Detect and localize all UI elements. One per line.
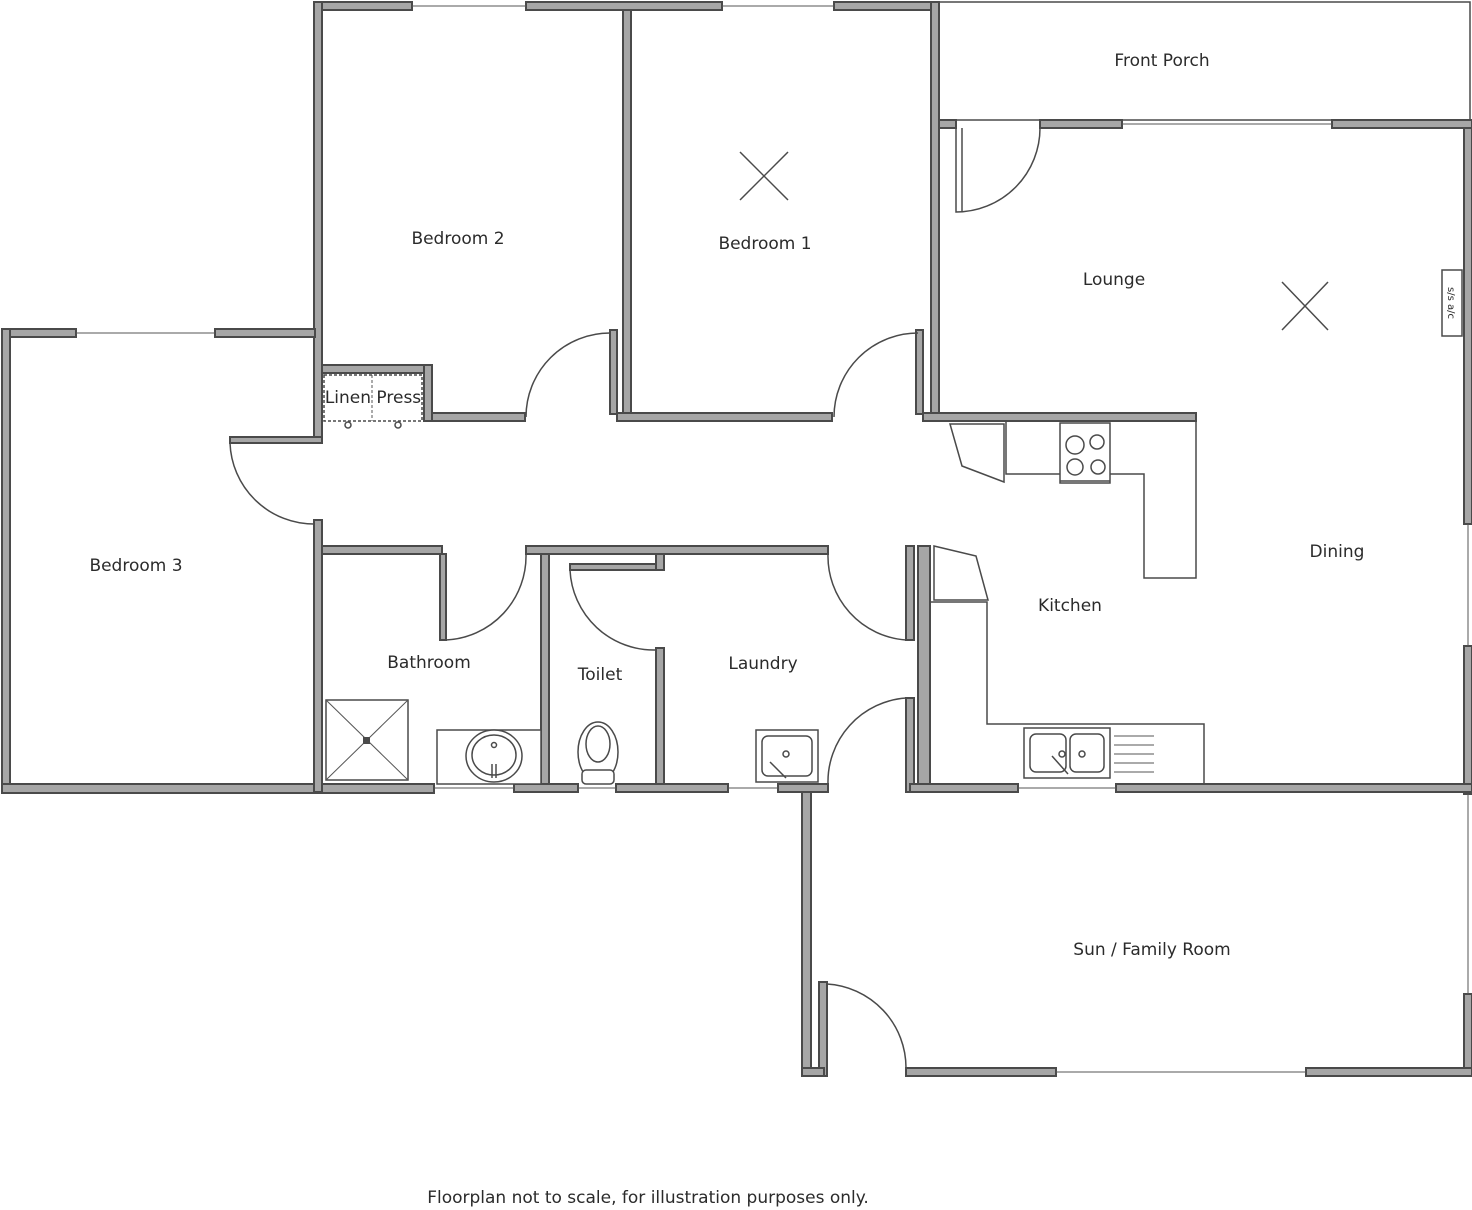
- room-label-sun-family-room: Sun / Family Room: [1073, 940, 1230, 960]
- room-label-bedroom-1: Bedroom 1: [718, 234, 811, 254]
- room-label-bedroom-2: Bedroom 2: [411, 229, 504, 249]
- shower-icon: [325, 699, 409, 781]
- door-swings: [229, 127, 1041, 1069]
- vanity-basin-icon: [436, 729, 542, 785]
- room-label-kitchen: Kitchen: [1038, 596, 1102, 616]
- room-label-front-porch: Front Porch: [1114, 51, 1209, 71]
- walls: [1, 1, 1472, 1077]
- room-label-bathroom: Bathroom: [387, 653, 471, 673]
- room-label-linen-press: Linen Press: [325, 388, 421, 408]
- kitchen-benches: [931, 421, 1205, 784]
- footer-disclaimer: Floorplan not to scale, for illustration…: [427, 1188, 869, 1208]
- cooktop-icon: [1059, 422, 1111, 484]
- room-label-bedroom-3: Bedroom 3: [89, 556, 182, 576]
- room-label-dining: Dining: [1310, 542, 1365, 562]
- front-porch-outline: [938, 1, 1471, 121]
- room-label-lounge: Lounge: [1083, 270, 1145, 290]
- split-system-ac-label: s/s a/c: [1445, 287, 1456, 319]
- split-system-ac-unit: [1441, 269, 1463, 337]
- windows: [76, 5, 1469, 1073]
- toilet-icon: [577, 721, 619, 785]
- drainer-icon: [1114, 735, 1154, 773]
- room-labels: Front Porch Bedroom 2 Bedroom 1 Lounge B…: [89, 51, 1364, 960]
- ceiling-fan-icon: [739, 151, 789, 201]
- room-label-laundry: Laundry: [728, 654, 797, 674]
- room-label-toilet: Toilet: [577, 665, 623, 685]
- laundry-tub-icon: [755, 729, 819, 783]
- ceiling-fan-icon: [1281, 281, 1329, 331]
- linen-press: [321, 364, 433, 429]
